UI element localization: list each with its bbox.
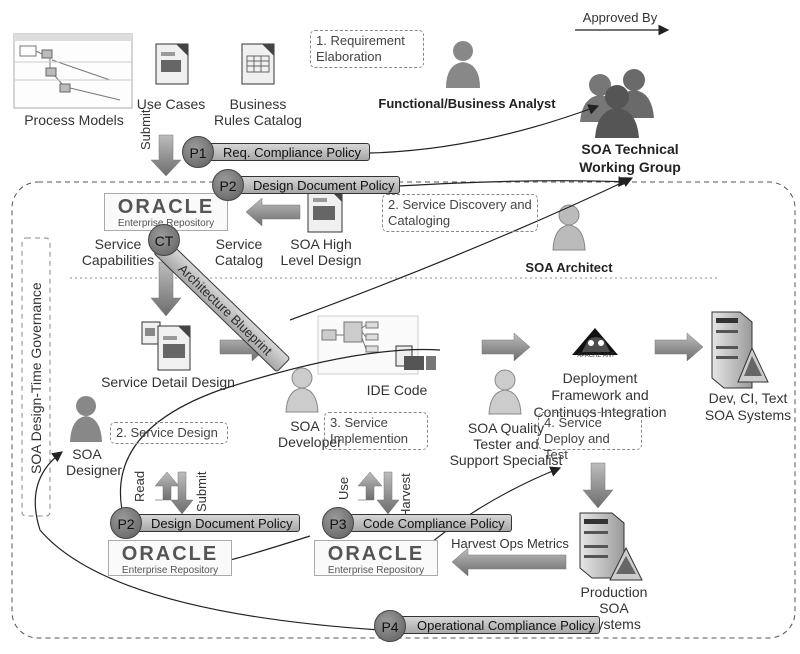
- process-models-thumbnail: [13, 33, 133, 109]
- approved-by-label: Approved By: [582, 10, 658, 25]
- oracle-sub: Enterprise Repository: [117, 218, 215, 229]
- oracle-sub-2: Enterprise Repository: [121, 565, 219, 576]
- harvest-label: Harvest: [398, 473, 413, 518]
- deployment-label: Deployment Framework and Continuos Integ…: [533, 370, 667, 420]
- submit-down-arrow: [150, 134, 182, 177]
- architect-label: SOA Architect: [525, 260, 613, 275]
- step-3-box: 3. Service Implemention: [324, 412, 428, 450]
- service-detail-doc-icon: [141, 321, 191, 371]
- oracle-word-3: ORACLE: [327, 543, 425, 565]
- p3-to-oracle: [229, 535, 311, 561]
- production-server-icon: [579, 512, 643, 581]
- business-rules-label: Business Rules Catalog: [214, 96, 302, 128]
- submit-label: Submit: [138, 109, 153, 150]
- step-2b-box: 2. Service Design: [110, 422, 228, 444]
- p1-policy-label: Req. Compliance Policy: [223, 145, 362, 160]
- oracle-repository-designer: ORACLE Enterprise Repository: [108, 540, 232, 576]
- designer-label: SOA Designer: [66, 446, 123, 478]
- apache-ant-logo: [572, 328, 618, 355]
- use-label: Use: [336, 476, 351, 500]
- use-cases-label: Use Cases: [136, 96, 206, 112]
- to-deploy-arrow: [481, 332, 531, 362]
- harvest-ops-arrow: [451, 547, 567, 577]
- p4-badge: P4: [374, 610, 406, 642]
- soa-high-level-doc-icon: [307, 189, 343, 233]
- governance-label: SOA Design-Time Governance: [28, 282, 44, 474]
- harvest-ops-label: Harvest Ops Metrics: [451, 536, 569, 551]
- dev-systems-label: Dev, CI, Text SOA Systems: [704, 390, 792, 423]
- p3-badge: P3: [322, 507, 354, 539]
- analyst-person-icon: [446, 41, 480, 88]
- service-detail-label: Service Detail Design: [101, 374, 235, 390]
- p4-to-designer: [34, 451, 381, 631]
- p2b-badge: P2: [110, 507, 142, 539]
- submit-down-arrow-2: [170, 471, 194, 515]
- p2-badge: P2: [212, 169, 244, 201]
- twg-group-icon: [580, 69, 654, 138]
- p1-badge: P1: [182, 136, 214, 168]
- prod-systems-label: Production SOA Systems: [580, 584, 648, 632]
- governance-boundary: [11, 181, 796, 639]
- apache-ant-label: APACHE ANT: [577, 353, 615, 359]
- harvest-down-arrow: [376, 471, 400, 515]
- oracle-word: ORACLE: [117, 196, 215, 218]
- oracle-word-2: ORACLE: [121, 543, 219, 565]
- p4-policy-label: Operational Compliance Policy: [417, 618, 595, 633]
- tester-person-icon: [488, 369, 522, 415]
- oracle-sub-3: Enterprise Repository: [327, 565, 425, 576]
- dev-server-icon: [711, 311, 769, 389]
- twg-label: SOA Technical Working Group: [579, 141, 681, 175]
- read-up-arrow: [154, 471, 180, 501]
- catalog-left-arrow: [245, 197, 301, 227]
- oracle-repository-developer: ORACLE Enterprise Repository: [314, 540, 438, 576]
- p1-to-twg: [369, 104, 600, 154]
- service-capabilities-label: Service Capabilities: [81, 236, 155, 268]
- step-1-box: 1. Requirement Elaboration: [310, 30, 424, 68]
- designer-person-icon: [70, 396, 102, 442]
- use-cases-doc-icon: [155, 43, 189, 85]
- p2-policy-label: Design Document Policy: [253, 178, 395, 193]
- business-rules-doc-icon: [241, 43, 275, 85]
- p2-to-twg-line: [397, 176, 630, 187]
- p2b-policy-label: Design Document Policy: [151, 516, 293, 531]
- p3-policy-label: Code Compliance Policy: [363, 516, 505, 531]
- ct-to-twg: [289, 177, 634, 321]
- ide-code-label: IDE Code: [366, 382, 428, 398]
- p2-policy-bar[interactable]: Design Document Policy: [226, 176, 400, 194]
- p4-policy-bar[interactable]: Operational Compliance Policy: [390, 616, 600, 634]
- p3-policy-bar[interactable]: Code Compliance Policy: [336, 514, 512, 532]
- governance-label-box: [21, 237, 51, 517]
- architect-person-icon: [552, 204, 586, 251]
- p2b-curve: [119, 348, 441, 511]
- ct-badge: CT: [148, 224, 180, 256]
- submit-label-2: Submit: [194, 471, 209, 512]
- step-2-box: 2. Service Discovery and Cataloging: [382, 194, 538, 232]
- tester-label: SOA Quality Tester and Support Specialis…: [449, 420, 563, 468]
- read-label: Read: [132, 470, 147, 502]
- p2b-policy-bar[interactable]: Design Document Policy: [124, 514, 300, 532]
- ide-code-thumbnail: [317, 315, 436, 375]
- to-dev-arrow: [654, 332, 704, 362]
- process-models-label: Process Models: [24, 112, 124, 128]
- analyst-label: Functional/Business Analyst: [378, 96, 556, 111]
- step-4-box: 4. Service Deploy and Test: [538, 412, 642, 462]
- soa-high-level-label: SOA High Level Design: [280, 236, 362, 268]
- developer-person-icon: [285, 367, 319, 413]
- use-up-arrow: [357, 471, 383, 501]
- p1-policy-bar[interactable]: Req. Compliance Policy: [196, 143, 370, 161]
- service-catalog-label: Service Catalog: [214, 236, 264, 268]
- to-prod-arrow: [582, 462, 614, 509]
